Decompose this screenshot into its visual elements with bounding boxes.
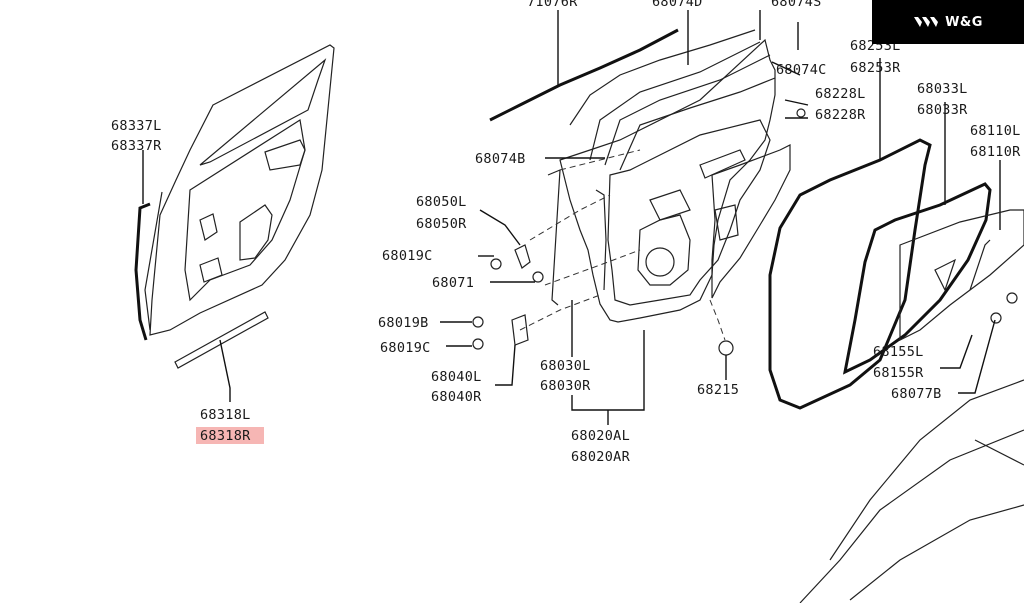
label-68318R: 68318R: [200, 428, 251, 444]
label-68033R: 68033R: [917, 102, 968, 118]
left-door-outline: [144, 44, 335, 336]
label-68019B: 68019B: [378, 315, 429, 331]
label-68020AR: 68020AR: [571, 449, 631, 465]
label-68074C: 68074C: [776, 62, 827, 78]
label-68071: 68071: [432, 275, 474, 291]
brand-chevrons-icon: [914, 17, 939, 27]
label-68253R: 68253R: [850, 60, 901, 76]
brand-logo: W&G: [872, 0, 1024, 44]
label-68020AL: 68020AL: [571, 428, 630, 444]
label-68155L: 68155L: [873, 344, 924, 360]
strip-68318: [174, 311, 269, 402]
label-68050R: 68050R: [416, 216, 467, 232]
label-68077B: 68077B: [891, 386, 942, 402]
part-labels: 71076R 68074D 68074S 68253L 68253R 68074…: [111, 0, 1021, 465]
label-68215: 68215: [697, 382, 739, 398]
label-68030L: 68030L: [540, 358, 591, 374]
label-68155R: 68155R: [873, 365, 924, 381]
car-body-silhouette: [799, 379, 1024, 603]
label-68074D: 68074D: [652, 0, 703, 10]
label-68337L: 68337L: [111, 118, 162, 134]
label-71076R: 71076R: [527, 0, 578, 10]
label-68030R: 68030R: [540, 378, 591, 394]
label-68074S: 68074S: [771, 0, 822, 10]
strip-68337: [134, 150, 151, 341]
label-68040L: 68040L: [431, 369, 482, 385]
weatherstrips: [768, 58, 1001, 410]
label-68019C-top: 68019C: [382, 248, 433, 264]
label-68074B: 68074B: [475, 151, 526, 167]
leader-lines: [440, 10, 996, 425]
label-68110R: 68110R: [970, 144, 1021, 160]
brand-logo-text: W&G: [945, 14, 983, 30]
label-68318L: 68318L: [200, 407, 251, 423]
label-68337R: 68337R: [111, 138, 162, 154]
label-68228R: 68228R: [815, 107, 866, 123]
label-68033L: 68033L: [917, 81, 968, 97]
label-68110L: 68110L: [970, 123, 1021, 139]
label-68318R-highlight: [196, 427, 264, 444]
label-68050L: 68050L: [416, 194, 467, 210]
rear-glass: [899, 209, 1024, 341]
door-panel-assembly: [489, 22, 806, 341]
label-68019C-bottom: 68019C: [380, 340, 431, 356]
hinges-bolts: [472, 244, 1018, 356]
label-68040R: 68040R: [431, 389, 482, 405]
label-68228L: 68228L: [815, 86, 866, 102]
